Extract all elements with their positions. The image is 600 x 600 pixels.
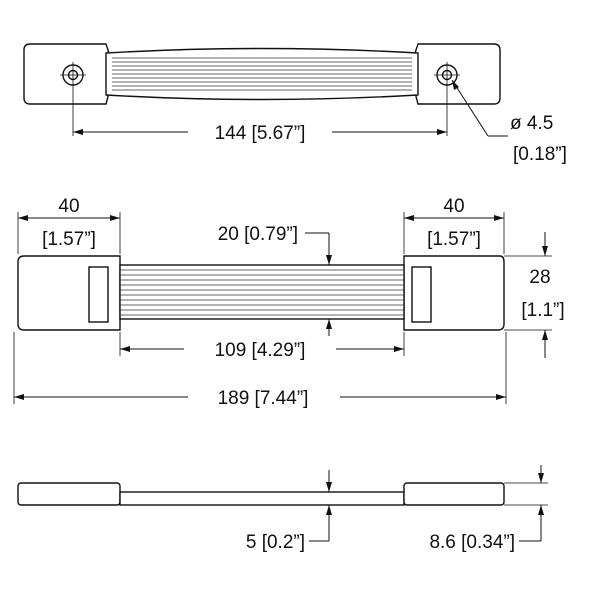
end-thickness-label: 8.6 [0.34”]: [429, 532, 515, 553]
front-strap: [119, 264, 405, 320]
overall-length-label: 189 [7.44”]: [218, 388, 309, 409]
side-left-end: [17, 482, 121, 506]
right-end-width-metric-label: 40: [443, 196, 464, 217]
front-view: 40 [1.57”] 40 [1.57”] 20 [0.79”]: [13, 196, 565, 409]
hole-diameter-imperial-label: [0.18”]: [513, 144, 567, 165]
end-height-imperial-label: [1.1”]: [521, 300, 564, 321]
right-end-slot: [411, 266, 432, 323]
left-end-slot: [88, 266, 109, 323]
left-end-width-metric-label: 40: [58, 196, 79, 217]
hole-diameter-metric-label: ø 4.5: [510, 113, 553, 134]
grip-length-label: 109 [4.29”]: [215, 340, 306, 361]
end-height-dimension: 28 [1.1”]: [504, 232, 565, 358]
end-thickness-dimension: 8.6 [0.34”]: [429, 465, 548, 553]
strap-thickness-dimension: 5 [0.2”]: [246, 470, 332, 553]
right-end-width-dimension: 40 [1.57”]: [403, 196, 505, 254]
hole-spacing-dimension: 144 [5.67”]: [72, 88, 448, 144]
strap-width-dimension: 20 [0.79”]: [218, 224, 332, 336]
left-mounting-hole: [60, 62, 86, 88]
side-view: 5 [0.2”] 8.6 [0.34”]: [17, 465, 548, 553]
overall-length-dimension: 189 [7.44”]: [13, 332, 507, 409]
top-view: 144 [5.67”] ø 4.5 [0.18”]: [23, 43, 567, 165]
side-right-end: [403, 482, 505, 506]
top-strap-ribs: [112, 57, 412, 91]
end-height-metric-label: 28: [529, 267, 550, 288]
grip-length-dimension: 109 [4.29”]: [119, 332, 405, 361]
left-end-width-imperial-label: [1.57”]: [42, 229, 96, 250]
hole-diameter-leader: ø 4.5 [0.18”]: [451, 79, 567, 165]
side-strap: [119, 491, 405, 506]
hole-spacing-label: 144 [5.67”]: [215, 123, 306, 144]
strap-thickness-label: 5 [0.2”]: [246, 532, 305, 553]
left-end-width-dimension: 40 [1.57”]: [17, 196, 121, 254]
front-strap-ribs: [120, 269, 404, 316]
right-end-width-imperial-label: [1.57”]: [427, 229, 481, 250]
strap-width-label: 20 [0.79”]: [218, 224, 298, 245]
